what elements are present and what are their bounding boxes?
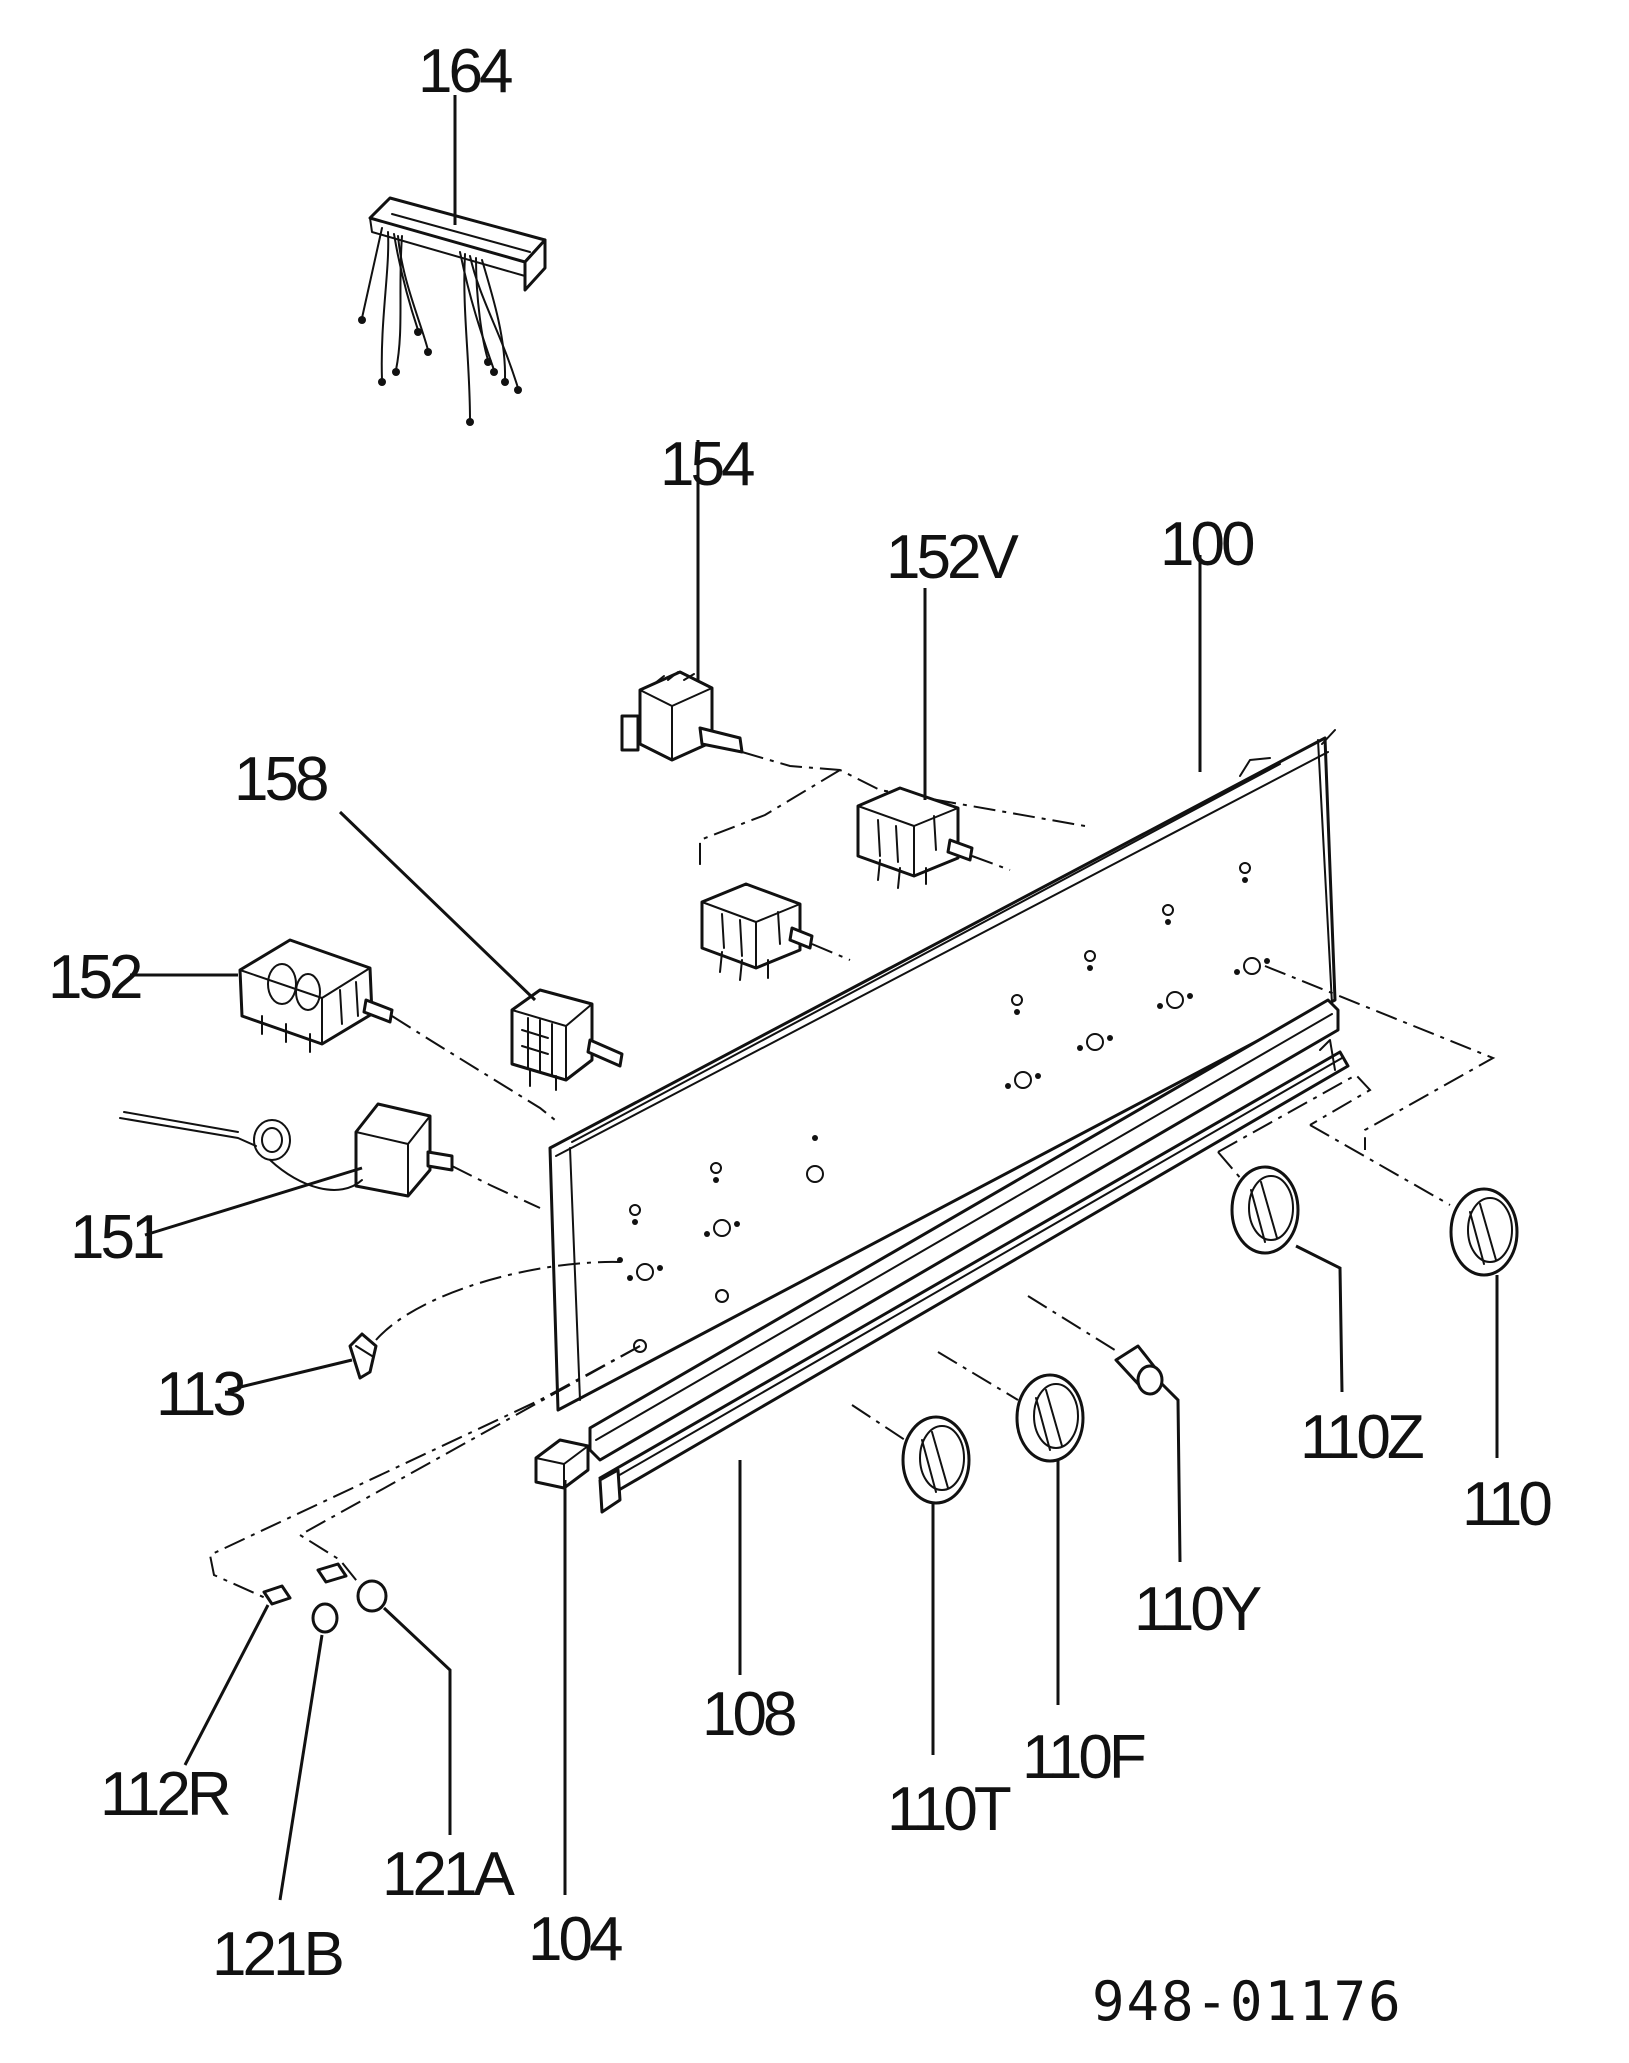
- part-121A-lamp-lens: [356, 1579, 388, 1613]
- label-110: 110: [1462, 1470, 1551, 1539]
- part-110Y-lamp-knob: [1114, 1344, 1164, 1396]
- part-112R-lamp-cap: [262, 1584, 292, 1606]
- leader-110Y: [1160, 1382, 1182, 1563]
- label-108: 108: [702, 1680, 795, 1749]
- leader-113: [227, 1358, 353, 1392]
- part-152-selector-switch: [238, 938, 394, 1053]
- drawing-number: 948-01176: [1092, 1970, 1403, 2033]
- part-110T-knob: [901, 1415, 971, 1505]
- leader-151: [144, 1166, 363, 1237]
- label-158: 158: [234, 745, 327, 814]
- part-121B-lamp-lens: [311, 1602, 339, 1634]
- label-112R: 112R: [100, 1760, 229, 1829]
- label-110F: 110F: [1022, 1723, 1145, 1792]
- label-152V: 152V: [886, 523, 1019, 592]
- label-110Y: 110Y: [1134, 1575, 1261, 1644]
- part-100-control-panel: [548, 729, 1337, 1412]
- label-110T: 110T: [887, 1775, 1011, 1844]
- label-113: 113: [156, 1360, 244, 1429]
- part-110-knob: [1449, 1187, 1519, 1277]
- switch-unlabeled: [700, 882, 814, 981]
- part-158-switch-block: [510, 988, 624, 1091]
- label-100: 100: [1160, 510, 1254, 579]
- leader-121A: [382, 1606, 452, 1835]
- label-154: 154: [660, 430, 754, 499]
- leader-121B: [278, 1634, 324, 1901]
- part-108-trim-strip: [588, 998, 1350, 1514]
- label-121A: 121A: [382, 1840, 515, 1909]
- part-164-wiring-harness: [358, 196, 547, 426]
- part-113-lamp-holder: [348, 1332, 378, 1380]
- part-151-thermostat: [119, 1102, 454, 1198]
- label-164: 164: [418, 37, 512, 106]
- part-110Z-knob: [1230, 1165, 1300, 1255]
- leader-112R: [183, 1604, 270, 1766]
- label-121B: 121B: [212, 1920, 342, 1989]
- part-152V-switch: [856, 786, 974, 889]
- label-104: 104: [528, 1905, 622, 1974]
- panel-control-holes: [617, 862, 1270, 1353]
- leader-158: [338, 810, 537, 1002]
- label-151: 151: [70, 1203, 163, 1272]
- part-104-bracket: [534, 1438, 590, 1490]
- part-154-switch: [620, 670, 744, 762]
- leader-110Z: [1295, 1244, 1344, 1393]
- part-110F-knob: [1015, 1373, 1085, 1463]
- label-152: 152: [48, 943, 141, 1012]
- label-110Z: 110Z: [1300, 1403, 1423, 1472]
